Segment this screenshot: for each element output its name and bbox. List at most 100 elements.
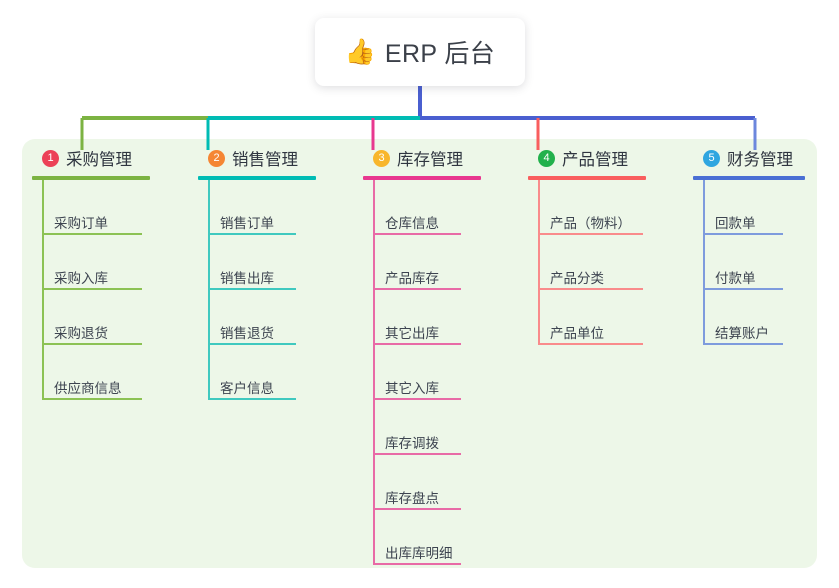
- item-rule: [208, 343, 296, 345]
- module-item[interactable]: 库存调拨: [363, 400, 481, 455]
- module-header-rule: [528, 176, 646, 180]
- item-spine: [373, 235, 375, 290]
- item-rule: [703, 288, 783, 290]
- item-spine: [373, 290, 375, 345]
- item-spine: [373, 455, 375, 510]
- module-item[interactable]: 结算账户: [693, 290, 805, 345]
- item-rule: [373, 398, 461, 400]
- item-label: 回款单: [715, 216, 756, 231]
- item-spine: [373, 400, 375, 455]
- item-rule: [373, 233, 461, 235]
- module-header-5[interactable]: 5 财务管理: [693, 146, 805, 170]
- module-header-4[interactable]: 4 产品管理: [528, 146, 646, 170]
- item-rule: [373, 453, 461, 455]
- item-spine: [373, 510, 375, 565]
- module-title: 采购管理: [66, 151, 132, 169]
- item-label: 付款单: [715, 271, 756, 286]
- module-column-5: 5 财务管理回款单付款单结算账户: [693, 146, 805, 345]
- module-header-rule: [198, 176, 316, 180]
- item-label: 产品（物料）: [550, 216, 631, 231]
- item-rule: [373, 288, 461, 290]
- item-spine: [42, 235, 44, 290]
- module-item[interactable]: 产品库存: [363, 235, 481, 290]
- item-label: 采购退货: [54, 326, 108, 341]
- module-column-4: 4 产品管理产品（物料） 产品分类产品单位: [528, 146, 646, 345]
- module-title: 销售管理: [232, 151, 298, 169]
- item-spine: [42, 345, 44, 400]
- module-item[interactable]: 产品单位: [528, 290, 646, 345]
- item-spine: [538, 180, 540, 235]
- thumbs-up-icon: 👍: [344, 37, 376, 66]
- item-label: 销售订单: [220, 216, 274, 231]
- item-spine: [208, 235, 210, 290]
- module-item[interactable]: 其它出库: [363, 290, 481, 345]
- item-rule: [42, 343, 142, 345]
- module-item[interactable]: 供应商信息: [32, 345, 150, 400]
- item-spine: [703, 235, 705, 290]
- item-rule: [373, 343, 461, 345]
- item-rule: [538, 233, 643, 235]
- module-item[interactable]: 产品（物料）: [528, 180, 646, 235]
- item-label: 其它入库: [385, 381, 439, 396]
- item-rule: [42, 288, 142, 290]
- root-title: ERP 后台: [384, 40, 496, 68]
- module-number-badge: 4: [538, 149, 555, 167]
- module-item-list: 销售订单销售出库销售退货客户信息: [198, 180, 316, 400]
- module-column-1: 1 采购管理采购订单采购入库采购退货供应商信息: [32, 146, 150, 400]
- module-item[interactable]: 采购订单: [32, 180, 150, 235]
- module-item[interactable]: 付款单: [693, 235, 805, 290]
- module-item[interactable]: 回款单: [693, 180, 805, 235]
- item-label: 结算账户: [715, 326, 769, 341]
- item-label: 采购订单: [54, 216, 108, 231]
- module-title: 产品管理: [562, 151, 628, 169]
- item-label: 销售退货: [220, 326, 274, 341]
- item-spine: [42, 290, 44, 345]
- item-spine: [42, 180, 44, 235]
- module-item[interactable]: 库存盘点: [363, 455, 481, 510]
- module-header-rule: [32, 176, 150, 180]
- item-rule: [538, 343, 643, 345]
- module-item[interactable]: 采购入库: [32, 235, 150, 290]
- item-label: 供应商信息: [54, 381, 122, 396]
- module-header-3[interactable]: 3 库存管理: [363, 146, 481, 170]
- module-item[interactable]: 销售退货: [198, 290, 316, 345]
- module-item[interactable]: 其它入库: [363, 345, 481, 400]
- module-number-badge: 5: [703, 149, 720, 167]
- root-node[interactable]: 👍 ERP 后台: [315, 18, 525, 86]
- item-spine: [208, 180, 210, 235]
- module-item-list: 回款单付款单结算账户: [693, 180, 805, 345]
- module-item[interactable]: 产品分类: [528, 235, 646, 290]
- modules-panel: [22, 139, 817, 568]
- item-spine: [208, 345, 210, 400]
- item-rule: [703, 343, 783, 345]
- module-item-list: 采购订单采购入库采购退货供应商信息: [32, 180, 150, 400]
- module-item[interactable]: 销售出库: [198, 235, 316, 290]
- item-spine: [538, 290, 540, 345]
- item-rule: [42, 233, 142, 235]
- module-title: 财务管理: [727, 151, 793, 169]
- item-rule: [373, 563, 461, 565]
- module-item-list: 仓库信息产品库存其它出库其它入库库存调拨库存盘点出库库明细: [363, 180, 481, 565]
- item-spine: [538, 235, 540, 290]
- module-item[interactable]: 销售订单: [198, 180, 316, 235]
- module-column-3: 3 库存管理仓库信息产品库存其它出库其它入库库存调拨库存盘点出库库明细: [363, 146, 481, 565]
- item-spine: [373, 345, 375, 400]
- item-rule: [703, 233, 783, 235]
- item-spine: [208, 290, 210, 345]
- module-item[interactable]: 采购退货: [32, 290, 150, 345]
- item-label: 其它出库: [385, 326, 439, 341]
- module-number-badge: 2: [208, 149, 225, 167]
- module-number-badge: 3: [373, 149, 390, 167]
- item-label: 产品分类: [550, 271, 604, 286]
- item-label: 客户信息: [220, 381, 274, 396]
- module-title: 库存管理: [397, 151, 463, 169]
- module-header-2[interactable]: 2 销售管理: [198, 146, 316, 170]
- module-header-1[interactable]: 1 采购管理: [32, 146, 150, 170]
- module-item[interactable]: 出库库明细: [363, 510, 481, 565]
- module-number-badge: 1: [42, 149, 59, 167]
- module-item[interactable]: 仓库信息: [363, 180, 481, 235]
- item-rule: [208, 398, 296, 400]
- module-item[interactable]: 客户信息: [198, 345, 316, 400]
- item-rule: [373, 508, 461, 510]
